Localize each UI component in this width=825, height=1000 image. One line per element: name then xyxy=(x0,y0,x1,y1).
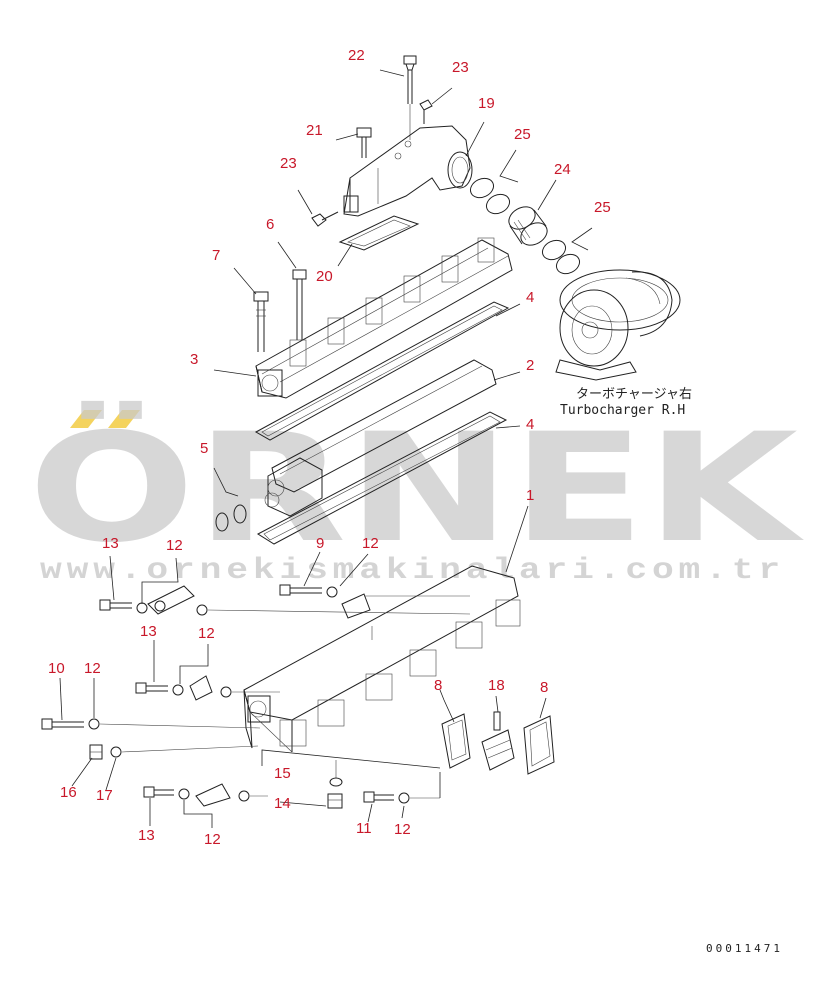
part-22-bolt xyxy=(403,55,417,140)
part-24-sleeve xyxy=(508,206,548,246)
part-23-bolt-upper xyxy=(419,99,433,124)
callout-23-upper: 23 xyxy=(452,59,469,76)
part-23-bolt-lower xyxy=(311,211,339,227)
turbocharger-caption-en: Turbocharger R.H xyxy=(560,403,685,418)
part-21-bolt xyxy=(356,127,372,158)
part-13-bolt-upper xyxy=(99,599,132,611)
callout-10: 10 xyxy=(48,660,65,677)
watermark-brand: ÖRNEK xyxy=(28,400,804,576)
part-16-plug xyxy=(89,744,103,760)
part-7-bolt xyxy=(253,291,269,352)
callout-8-right: 8 xyxy=(540,679,548,696)
callout-16: 16 xyxy=(60,784,77,801)
callout-12-upper: 12 xyxy=(166,537,183,554)
part-8-gasket-left xyxy=(441,713,471,769)
part-9-bolt xyxy=(279,584,470,619)
part-1-exhaust-manifold xyxy=(243,565,521,753)
watermark: ÖRNEK www.ornekismakinalari.com.tr xyxy=(28,400,804,588)
callout-13-middle: 13 xyxy=(140,623,157,640)
callout-19: 19 xyxy=(478,95,495,112)
callout-4-lower: 4 xyxy=(526,416,534,433)
callout-13-lower: 13 xyxy=(138,827,155,844)
part-turbocharger xyxy=(555,269,681,381)
callout-18: 18 xyxy=(488,677,505,694)
callout-13-upper: 13 xyxy=(102,535,119,552)
part-6-bolt xyxy=(292,269,307,340)
watermark-url: www.ornekismakinalari.com.tr xyxy=(40,554,785,588)
callout-14: 14 xyxy=(274,795,291,812)
callout-22: 22 xyxy=(348,47,365,64)
callout-7: 7 xyxy=(212,247,220,264)
callout-9: 9 xyxy=(316,535,324,552)
part-12-bracket-upper xyxy=(136,585,471,616)
part-5-manifold-end xyxy=(215,457,323,532)
part-19-elbow-pipe xyxy=(343,125,473,217)
watermark-accent-right xyxy=(108,410,140,428)
callout-21: 21 xyxy=(306,122,323,139)
drawing-code: 00011471 xyxy=(706,942,783,955)
callout-3: 3 xyxy=(190,351,198,368)
callout-5: 5 xyxy=(200,440,208,457)
callout-25-upper: 25 xyxy=(514,126,531,143)
part-14-fitting xyxy=(327,793,343,809)
part-18-valve xyxy=(481,711,515,771)
callout-15: 15 xyxy=(274,765,291,782)
part-10-bolt xyxy=(41,718,261,730)
part-4-gasket-upper xyxy=(254,301,510,441)
part-25-o-rings-lower xyxy=(541,239,581,275)
part-2-heat-shield xyxy=(271,359,497,493)
callout-25-lower: 25 xyxy=(594,199,611,216)
callout-23-lower: 23 xyxy=(280,155,297,172)
callout-12-bolt9: 12 xyxy=(362,535,379,552)
callout-4-upper: 4 xyxy=(526,289,534,306)
part-4-gasket-lower xyxy=(256,411,508,545)
part-12-bracket-middle xyxy=(135,675,280,701)
callout-20: 20 xyxy=(316,268,333,285)
callout-12-bolt11: 12 xyxy=(394,821,411,838)
part-17-ring xyxy=(110,745,259,758)
part-3-manifold-cover xyxy=(255,237,513,399)
callout-11: 11 xyxy=(356,820,372,837)
callout-2: 2 xyxy=(526,357,534,374)
callout-12-middle: 12 xyxy=(198,625,215,642)
part-8-gasket-right xyxy=(523,715,555,775)
part-11-bolt xyxy=(363,791,440,804)
part-25-o-rings-upper xyxy=(469,177,511,215)
part-12-bracket-lower xyxy=(143,783,268,807)
callout-17: 17 xyxy=(96,787,113,804)
turbocharger-caption-jp: ターボチャージャ右 xyxy=(576,387,692,402)
leader-lines xyxy=(59,69,593,828)
callout-1: 1 xyxy=(526,487,534,504)
part-15-plug xyxy=(329,760,343,787)
callout-numbers: 22 23 19 21 25 23 24 25 6 7 20 4 3 2 4 5… xyxy=(48,47,611,848)
part-20-gasket xyxy=(338,215,420,251)
callout-12-lower: 12 xyxy=(204,831,221,848)
callout-24: 24 xyxy=(554,161,571,178)
watermark-accent-left xyxy=(70,410,102,428)
callout-6: 6 xyxy=(266,216,274,233)
callout-12-bolt10: 12 xyxy=(84,660,101,677)
callout-8-left: 8 xyxy=(434,677,442,694)
parts-drawing xyxy=(41,55,681,809)
